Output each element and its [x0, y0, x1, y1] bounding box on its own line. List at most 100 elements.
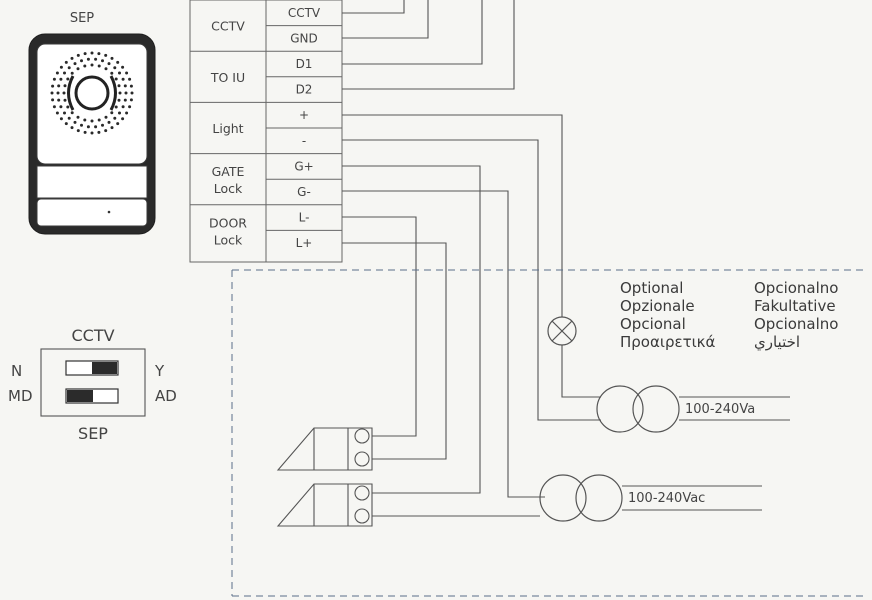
- grille-dot: [129, 98, 133, 102]
- grille-dot: [110, 111, 114, 115]
- terminal-group-label: Light: [212, 121, 243, 136]
- grille-dot: [117, 84, 121, 88]
- grille-dot: [117, 98, 121, 102]
- terminal-pin-label: D2: [296, 83, 313, 97]
- grille-dot: [101, 59, 104, 63]
- terminal-pin-label: -: [302, 134, 306, 148]
- grille-dot: [107, 62, 111, 66]
- terminal-pin-label: D1: [296, 57, 313, 71]
- wire-d1: [342, 0, 483, 65]
- grille-dot: [59, 65, 63, 69]
- terminal-group-label: DOOR: [209, 215, 247, 230]
- grille-dot: [76, 129, 80, 133]
- grille-dot: [116, 122, 120, 126]
- grille-dot: [66, 105, 70, 109]
- grille-dot: [76, 53, 80, 57]
- grille-dot: [121, 105, 125, 109]
- device-title: SEP: [70, 11, 94, 26]
- grille-dot: [52, 105, 56, 109]
- device-face-middle: [36, 165, 148, 199]
- dip-bottom-label: SEP: [78, 424, 108, 443]
- grille-dot: [66, 77, 70, 81]
- grille-dot: [123, 98, 127, 102]
- wire-cctv: [342, 0, 405, 14]
- terminal-group-label: Lock: [214, 232, 243, 247]
- lens-bracket-left: [67, 75, 75, 111]
- wire-gate-plus: [342, 165, 481, 494]
- grille-dot: [70, 111, 74, 115]
- grille-dot: [97, 52, 101, 56]
- grille-dot: [110, 126, 114, 130]
- grille-dot: [83, 64, 87, 68]
- grille-dot: [94, 57, 98, 61]
- grille-dot: [83, 52, 87, 56]
- grille-dot: [104, 53, 108, 57]
- grille-dot: [114, 105, 118, 109]
- dip-top-label: CCTV: [71, 326, 114, 345]
- grille-dot: [114, 77, 118, 81]
- grille-dot: [80, 123, 83, 127]
- wire-light-minus: [342, 139, 601, 421]
- grille-dot: [128, 105, 132, 109]
- grille-dot: [55, 71, 59, 75]
- wire-light-plus: [342, 114, 563, 317]
- terminal-pin-label: +: [299, 108, 309, 122]
- grille-dot: [73, 120, 77, 124]
- transformer-lower-icon: [539, 474, 762, 522]
- grille-dot: [59, 77, 63, 81]
- grille-dot: [101, 123, 104, 127]
- device-face-lower: [36, 198, 148, 227]
- grille-dot: [70, 56, 74, 60]
- grille-dot: [63, 71, 66, 75]
- grille-dot: [125, 111, 129, 115]
- grille-dot: [124, 91, 128, 95]
- terminal-group-label: GATE: [212, 164, 245, 179]
- grille-dot: [104, 129, 108, 133]
- note-col2-line3: Opcionalno: [754, 315, 838, 333]
- grille-dot: [86, 57, 90, 61]
- grille-dot: [116, 60, 120, 64]
- grille-dot: [113, 116, 117, 120]
- grille-dot: [129, 84, 133, 88]
- lens-bracket-right: [109, 75, 117, 111]
- wire-door-plus: [342, 242, 447, 460]
- grille-dot: [70, 71, 74, 75]
- grille-dot: [121, 117, 125, 121]
- sep-device: SEP: [28, 11, 156, 235]
- grille-dot: [121, 77, 125, 81]
- wire-gnd: [342, 0, 429, 39]
- grille-dot: [118, 91, 122, 95]
- grille-dot: [55, 111, 59, 115]
- grille-dot: [57, 98, 61, 102]
- grille-dot: [80, 59, 83, 63]
- grille-dot: [52, 77, 56, 81]
- grille-dot: [113, 66, 117, 70]
- dip-left-top: N: [11, 362, 22, 380]
- dip-switch-2-knob: [67, 390, 93, 402]
- camera-lens-icon: [74, 75, 110, 111]
- grille-dot: [90, 63, 94, 67]
- grille-dot: [110, 71, 114, 75]
- grille-dot: [63, 111, 66, 115]
- grille-dot: [51, 98, 55, 102]
- grille-dot: [62, 91, 66, 95]
- lamp-icon: [547, 316, 601, 398]
- transformer-upper-label: 100-240Va: [685, 402, 755, 417]
- grille-dot: [67, 66, 71, 70]
- door-lock-icon: [276, 427, 373, 471]
- grille-dot: [83, 118, 87, 122]
- grille-dot: [97, 118, 101, 122]
- grille-dot: [130, 91, 134, 95]
- dip-frame: [40, 348, 146, 417]
- grille-dot: [90, 51, 94, 55]
- grille-dot: [50, 91, 54, 95]
- gate-lock-icon: [276, 483, 373, 527]
- grille-dot: [104, 115, 108, 119]
- grille-dot: [70, 126, 74, 130]
- note-col1-line2: Opzionale: [620, 297, 695, 315]
- grille-dot: [107, 120, 111, 124]
- grille-dot: [76, 67, 80, 71]
- grille-dot: [97, 130, 101, 134]
- wire-gate-minus: [342, 190, 545, 498]
